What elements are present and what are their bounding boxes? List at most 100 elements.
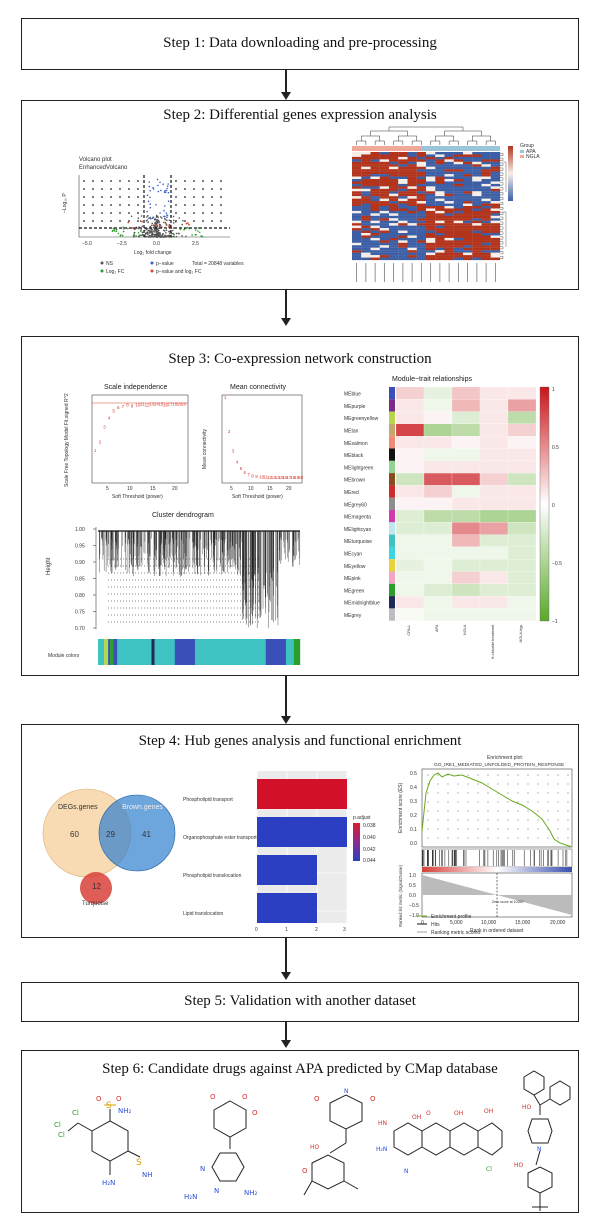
svg-text:HO: HO bbox=[310, 1144, 320, 1151]
svg-text:15: 15 bbox=[279, 475, 285, 480]
svg-text:15: 15 bbox=[150, 486, 156, 492]
svg-text:0.040: 0.040 bbox=[363, 835, 376, 841]
module-label: MEpink bbox=[344, 576, 361, 582]
svg-text:0.85: 0.85 bbox=[75, 577, 85, 583]
svg-text:O: O bbox=[314, 1095, 320, 1103]
svg-text:6: 6 bbox=[117, 405, 120, 410]
dendro-title: Cluster dendrogram bbox=[152, 512, 214, 519]
volcano-legend-pfc: p−value and log₂ FC bbox=[156, 269, 202, 275]
svg-text:NGLA-hyp: NGLA-hyp bbox=[519, 625, 523, 643]
module-label: MEblue bbox=[344, 392, 361, 398]
svg-text:N: N bbox=[537, 1146, 542, 1153]
step1-box: Step 1: Data downloading and pre-process… bbox=[21, 18, 579, 70]
module-label: MEgrey60 bbox=[344, 502, 367, 508]
svg-text:K-chloride treatment: K-chloride treatment bbox=[491, 624, 495, 659]
svg-text:20: 20 bbox=[181, 402, 187, 407]
venn-label-degs: DEGs.genes bbox=[58, 804, 98, 811]
svg-text:12: 12 bbox=[267, 475, 273, 480]
svg-text:HN: HN bbox=[378, 1120, 387, 1127]
venn-count-3: 41 bbox=[142, 830, 151, 839]
svg-text:N: N bbox=[214, 1187, 219, 1195]
module-label: MEred bbox=[344, 490, 359, 496]
svg-text:0.4: 0.4 bbox=[410, 785, 417, 791]
heatmap-column-dendrogram bbox=[356, 126, 496, 145]
svg-text:20: 20 bbox=[286, 486, 292, 492]
svg-text:Ranking metric scores: Ranking metric scores bbox=[431, 930, 481, 936]
mean-connectivity-plot: Mean connectivity Mean connectivity 1234… bbox=[202, 384, 304, 500]
svg-text:7: 7 bbox=[122, 404, 125, 409]
module-label: MEmagenta bbox=[344, 515, 371, 521]
venn-count-1: 60 bbox=[70, 830, 79, 839]
svg-text:5,000: 5,000 bbox=[450, 920, 463, 926]
bar-cat-2: Organophosphate ester transport bbox=[183, 835, 257, 841]
svg-text:H₂N: H₂N bbox=[102, 1179, 115, 1187]
cluster-dendrogram: Cluster dendrogram Height 1.000.950.900.… bbox=[46, 512, 301, 665]
svg-text:0.5: 0.5 bbox=[409, 883, 416, 889]
svg-text:O: O bbox=[370, 1095, 376, 1103]
svg-text:S: S bbox=[106, 1101, 112, 1111]
svg-text:0.0: 0.0 bbox=[410, 841, 417, 847]
molecule-5: HO N HO bbox=[514, 1070, 571, 1211]
svg-text:Cl: Cl bbox=[54, 1121, 61, 1129]
heatmap-colorbar bbox=[508, 146, 513, 201]
svg-text:18: 18 bbox=[290, 475, 296, 480]
svg-text:Cl: Cl bbox=[486, 1166, 492, 1173]
venn-label-turq: Turquoise bbox=[82, 901, 109, 907]
module-label: MEmidnightblue bbox=[344, 601, 380, 607]
svg-text:1: 1 bbox=[552, 387, 555, 393]
step4-title: Step 4: Hub genes analysis and functiona… bbox=[138, 733, 462, 749]
heatmap-legend-title: Group bbox=[520, 143, 534, 149]
step6-box: Step 6: Candidate drugs against APA pred… bbox=[21, 1050, 579, 1213]
scale-independence-plot: Scale independence Scale Free Topology M… bbox=[64, 384, 189, 500]
scale-title: Scale independence bbox=[104, 384, 168, 391]
svg-text:2: 2 bbox=[228, 429, 231, 434]
svg-text:15,000: 15,000 bbox=[515, 920, 531, 926]
bar-cat-3: Phospholipid translocation bbox=[183, 873, 242, 879]
volcano-title: Volcano plot bbox=[79, 157, 112, 163]
svg-text:9: 9 bbox=[255, 474, 258, 479]
svg-text:O: O bbox=[242, 1093, 248, 1101]
mc-title: Mean connectivity bbox=[230, 384, 287, 391]
svg-text:1.00: 1.00 bbox=[75, 527, 85, 533]
module-colors-label: Module colors bbox=[48, 653, 80, 659]
module-label: MEgreenyellow bbox=[344, 416, 379, 422]
svg-text:20: 20 bbox=[172, 486, 178, 492]
svg-text:4: 4 bbox=[236, 460, 239, 465]
module-label: MEgrey bbox=[344, 613, 362, 619]
svg-text:CPA-L: CPA-L bbox=[407, 625, 411, 636]
scale-ylabel: Scale Free Topology Model Fit,signed R^2 bbox=[64, 393, 70, 487]
step3-box: Step 3: Co-expression network constructi… bbox=[21, 336, 579, 676]
volcano-xtick-2: −2.5 bbox=[117, 241, 127, 247]
module-trait-colorbar bbox=[539, 386, 550, 622]
svg-text:OH: OH bbox=[454, 1110, 463, 1117]
svg-text:7: 7 bbox=[247, 472, 250, 477]
molecule-1: S O O NH₂ Cl Cl Cl S NH₂ H₂N bbox=[54, 1095, 152, 1187]
svg-text:0.75: 0.75 bbox=[75, 610, 85, 616]
gsea-xlabel: Rank in ordered dataset bbox=[470, 928, 524, 934]
module-label: MEsalmon bbox=[344, 441, 368, 447]
gsea-enrichment-curve bbox=[421, 772, 573, 848]
volcano-xtick-4: 2.5 bbox=[192, 241, 199, 247]
svg-text:H₂N: H₂N bbox=[376, 1146, 387, 1153]
svg-text:19: 19 bbox=[177, 402, 183, 407]
svg-text:5: 5 bbox=[230, 486, 233, 492]
heatmap-row-dendrogram bbox=[500, 153, 507, 259]
svg-text:17: 17 bbox=[168, 402, 174, 407]
module-color-bar bbox=[98, 639, 301, 665]
venn-count-4: 12 bbox=[92, 882, 101, 891]
svg-text:0.80: 0.80 bbox=[75, 593, 85, 599]
scale-xlabel: Soft Threshold (power) bbox=[112, 494, 163, 500]
svg-text:1: 1 bbox=[224, 395, 227, 400]
module-label: MElightcyan bbox=[344, 527, 371, 533]
svg-text:0.5: 0.5 bbox=[552, 445, 559, 451]
svg-text:2: 2 bbox=[315, 927, 318, 933]
svg-text:11: 11 bbox=[263, 475, 268, 480]
mc-ylabel: Mean connectivity bbox=[202, 428, 208, 469]
svg-text:3: 3 bbox=[232, 448, 235, 453]
svg-text:−1: −1 bbox=[552, 619, 558, 625]
svg-text:N: N bbox=[404, 1168, 409, 1175]
svg-text:8: 8 bbox=[126, 402, 129, 407]
module-trait-title: Module−trait relationships bbox=[392, 376, 472, 383]
volcano-xlabel: Log₂ fold change bbox=[134, 250, 172, 256]
